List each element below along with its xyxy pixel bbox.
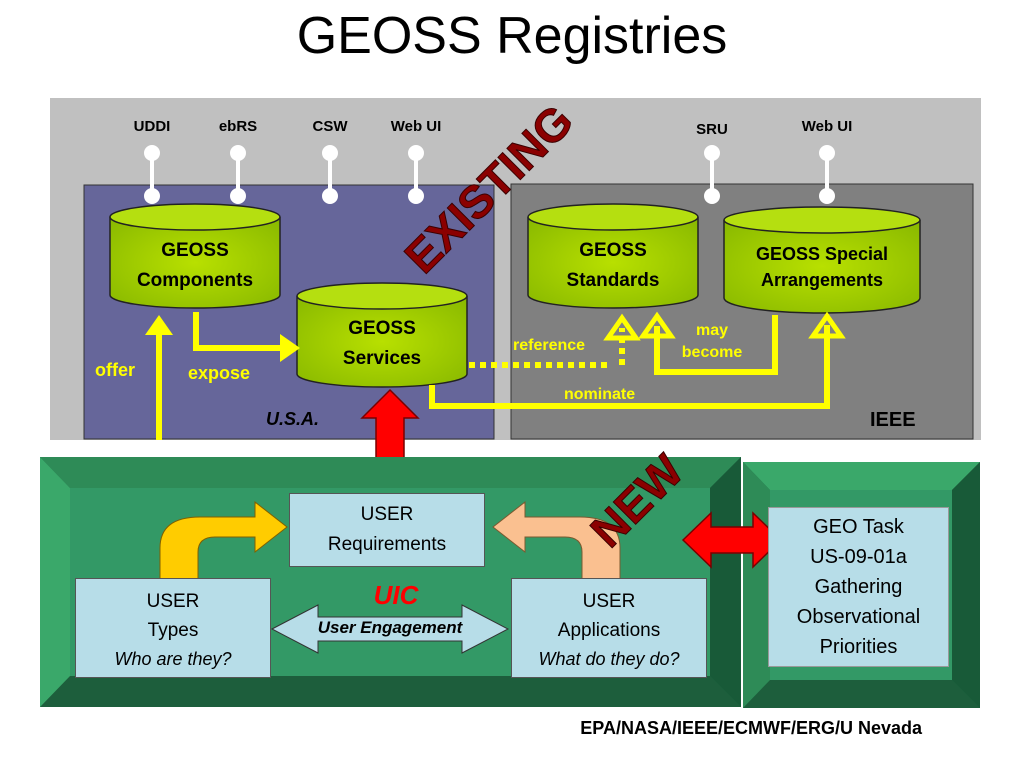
protocol-pins xyxy=(144,145,835,204)
protocol-webui-right: Web UI xyxy=(801,118,853,135)
yellow-arrows xyxy=(156,312,830,440)
cylinder-standards xyxy=(527,203,699,309)
special-arrangements-label: GEOSS Special Arrangements xyxy=(755,244,889,290)
user-requirements-box: USER Requirements xyxy=(289,493,485,567)
types-curved-arrow xyxy=(159,500,288,581)
expose-label: expose xyxy=(188,363,251,383)
ieee-label: IEEE xyxy=(870,409,916,431)
offer-label: offer xyxy=(95,360,135,380)
protocol-csw: CSW xyxy=(312,118,348,135)
standards-label: GEOSS Standards xyxy=(566,240,660,291)
may-become-label: may become xyxy=(681,322,743,361)
user-applications-box: USER Applications What do they do? xyxy=(511,578,707,678)
footer-credits: EPA/NASA/IEEE/ECMWF/ERG/U Nevada xyxy=(580,718,922,738)
user-types-box: USER Types Who are they? xyxy=(75,578,271,678)
cylinder-services xyxy=(296,282,468,388)
protocol-sru: SRU xyxy=(696,121,728,138)
engagement-double-arrow xyxy=(270,604,510,654)
user-engagement-label: User Engagement xyxy=(317,618,463,637)
services-label: GEOSS Services xyxy=(342,318,422,369)
cylinder-components xyxy=(109,203,281,309)
reference-label: reference xyxy=(513,337,586,354)
applications-curved-arrow xyxy=(492,500,621,581)
page-title: GEOSS Registries xyxy=(296,7,728,65)
uic-label: UIC xyxy=(373,580,419,610)
geo-task-box: GEO Task US-09-01a Gathering Observation… xyxy=(768,507,949,667)
protocol-uddi: UDDI xyxy=(133,118,171,135)
protocol-webui-left: Web UI xyxy=(390,118,442,135)
cylinder-special xyxy=(723,206,921,314)
yellow-arrowheads xyxy=(145,311,846,362)
components-label: GEOSS Components xyxy=(136,240,254,291)
usa-label: U.S.A. xyxy=(266,409,320,429)
nominate-label: nominate xyxy=(564,386,636,403)
protocol-ebrs: ebRS xyxy=(218,118,258,135)
